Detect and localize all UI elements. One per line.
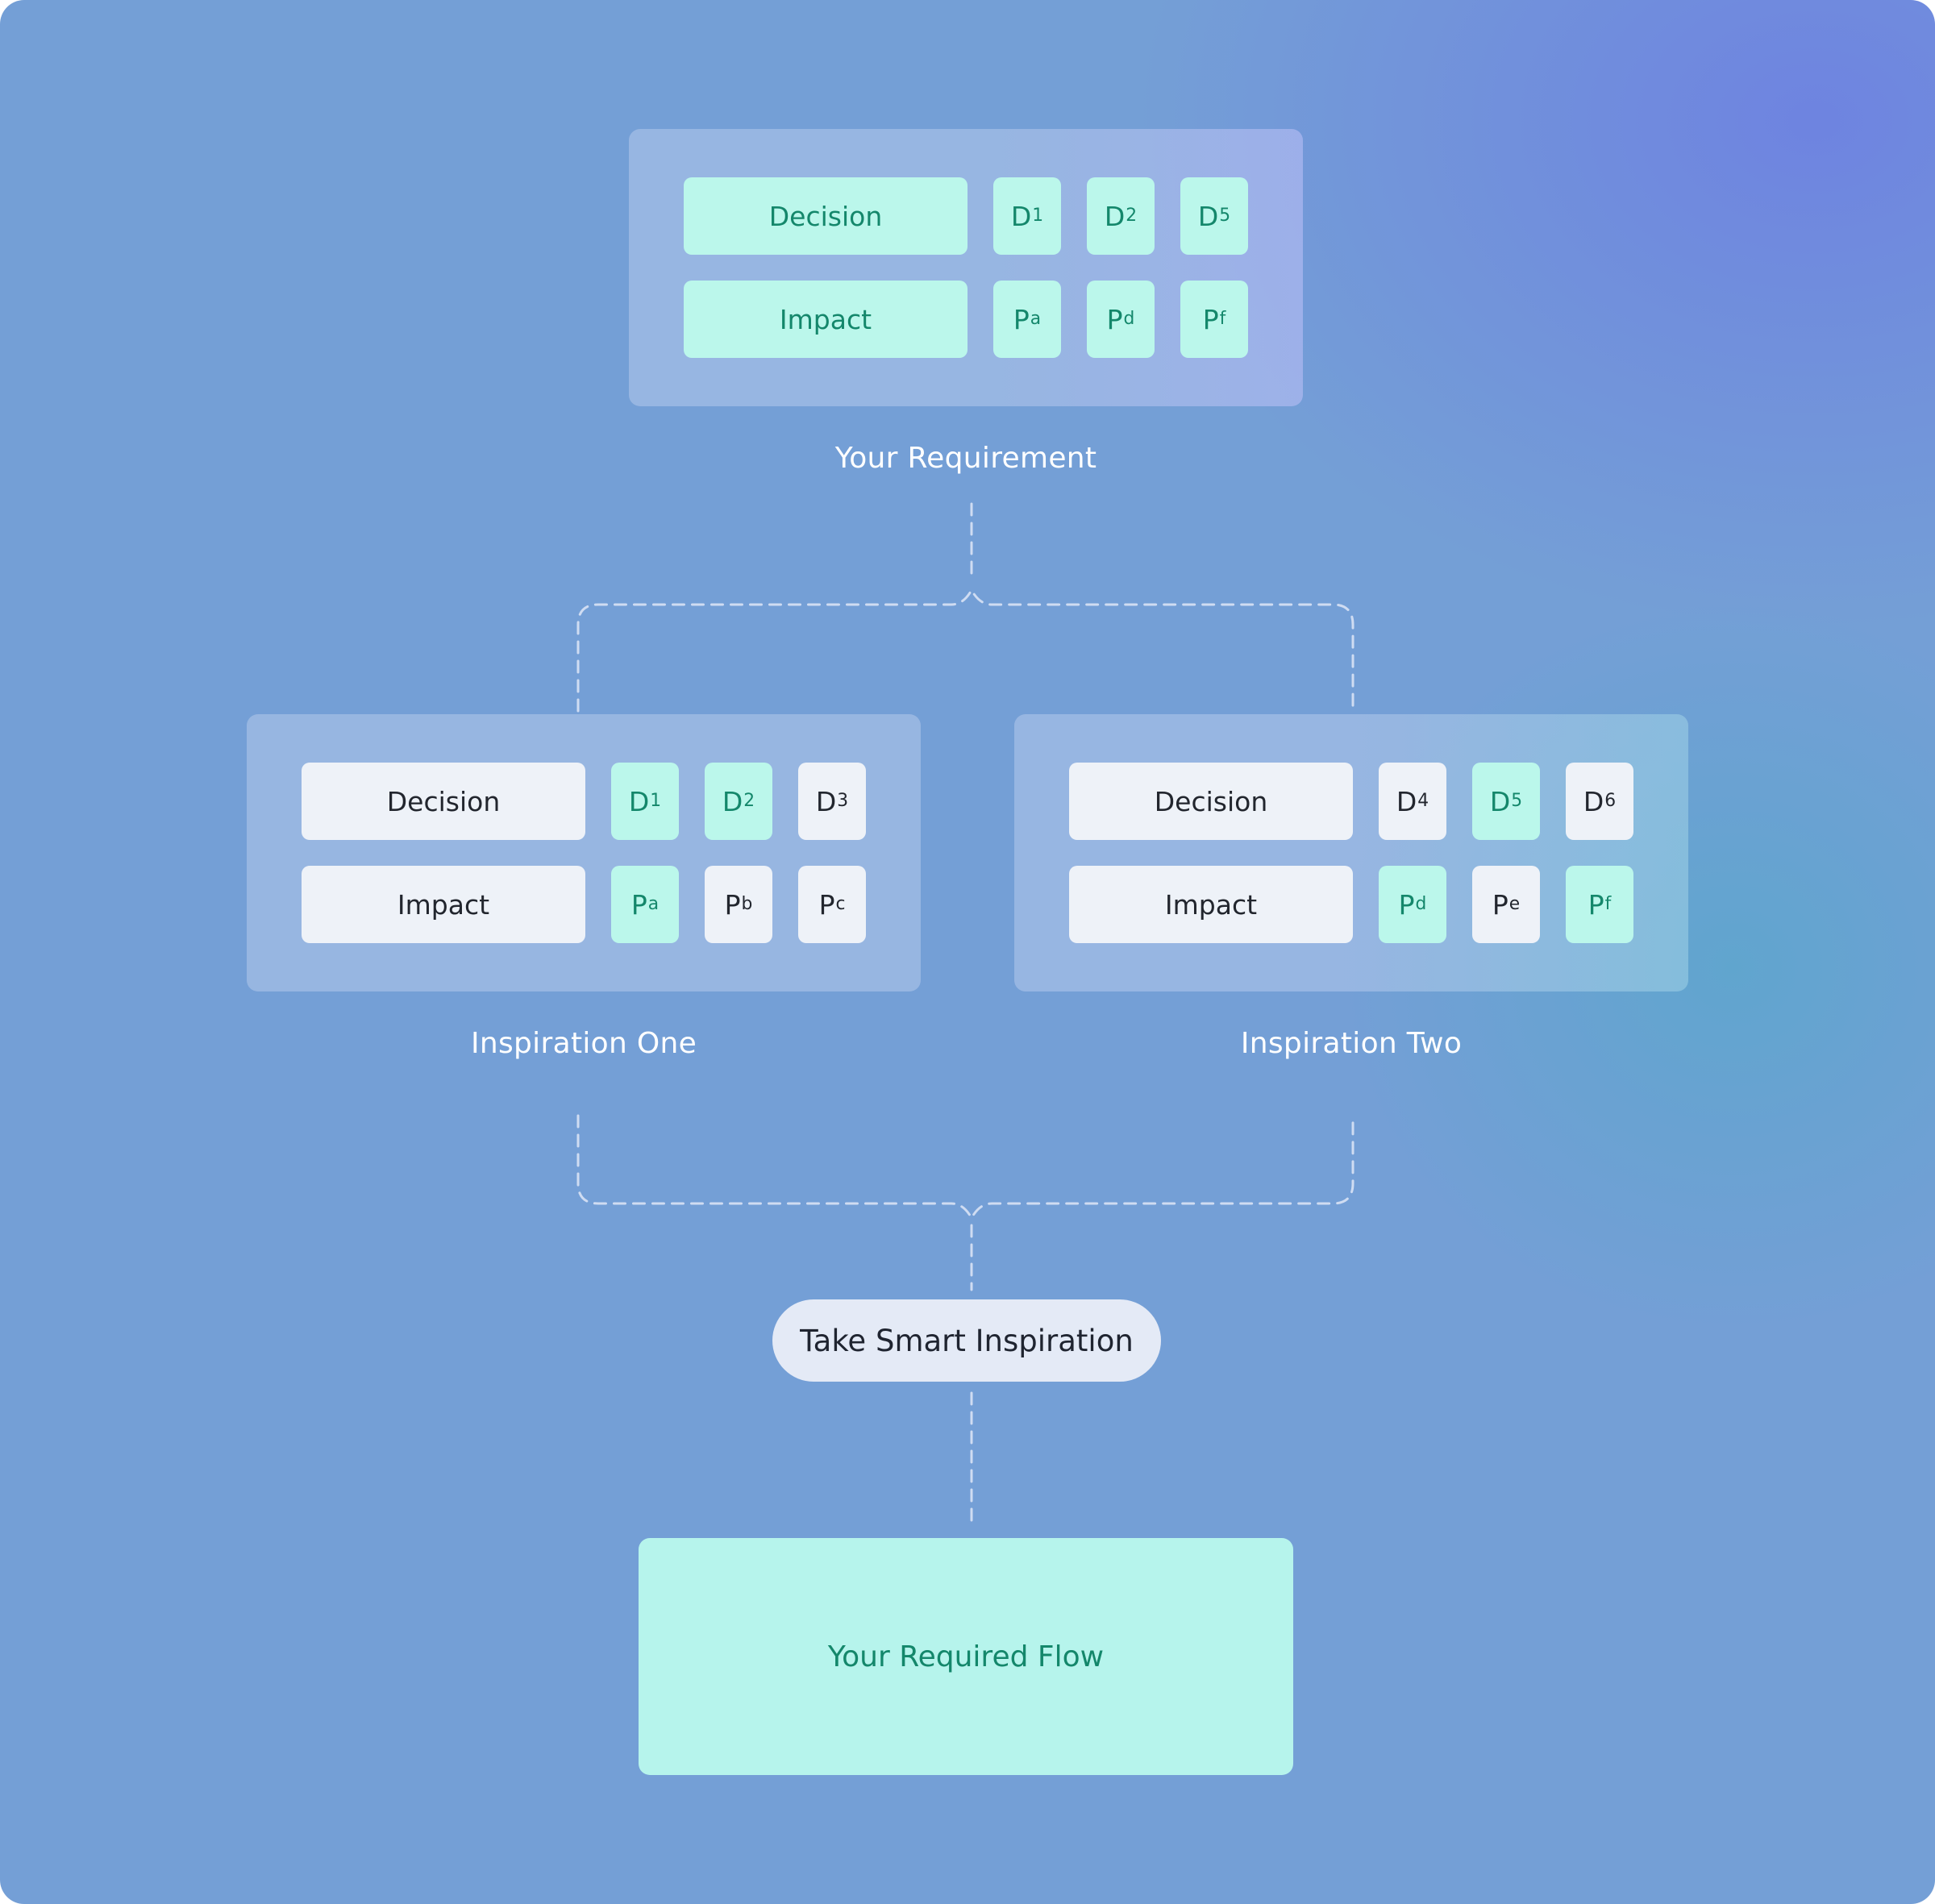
chip-base: D — [1104, 200, 1126, 232]
inspiration-one-decision-label: Decision — [302, 763, 585, 840]
chip-base: P — [1588, 888, 1604, 921]
chip-base: P — [1106, 303, 1123, 335]
take-smart-inspiration-button[interactable]: Take Smart Inspiration — [772, 1299, 1161, 1382]
chip-base: P — [818, 888, 835, 921]
chip-base: P — [1492, 888, 1508, 921]
requirement-decision-label: Decision — [684, 177, 968, 255]
required-flow-box: Your Required Flow — [639, 1538, 1293, 1775]
chip-base: P — [1013, 303, 1030, 335]
requirement-impact-label: Impact — [684, 281, 968, 358]
chip-base: D — [628, 785, 650, 817]
chip-base: D — [1396, 785, 1417, 817]
chip-base: P — [1202, 303, 1219, 335]
chip-base: D — [1583, 785, 1604, 817]
chip-base: D — [1489, 785, 1511, 817]
connector-top-branch — [576, 587, 1354, 713]
chip-base: D — [722, 785, 743, 817]
chip-base: D — [815, 785, 837, 817]
connector-bottom-branch — [576, 1114, 1354, 1221]
inspiration-one-impact-label: Impact — [302, 866, 585, 943]
chip-base: P — [724, 888, 741, 921]
chip-base: D — [1010, 200, 1032, 232]
chip-base: D — [1197, 200, 1219, 232]
inspiration-two-impact-label: Impact — [1069, 866, 1353, 943]
inspiration-two-decision-label: Decision — [1069, 763, 1353, 840]
chip-base: P — [1398, 888, 1415, 921]
chip-base: P — [630, 888, 647, 921]
inspiration-one-caption: Inspiration One — [470, 1027, 697, 1060]
inspiration-two-caption: Inspiration Two — [1240, 1027, 1463, 1060]
requirement-caption: Your Requirement — [834, 442, 1097, 475]
